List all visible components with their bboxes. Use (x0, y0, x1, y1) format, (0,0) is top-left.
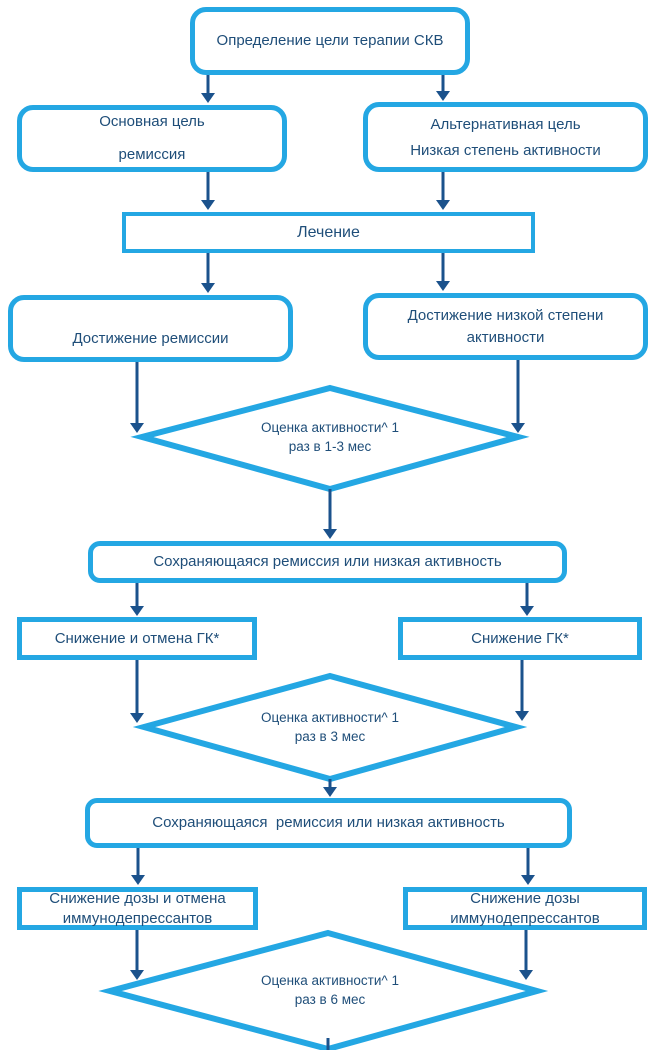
assessment-1-3mo-line1: Оценка активности^ 1 (261, 420, 399, 435)
assessment-6mo-line2: раз в 6 мес (294, 992, 366, 1007)
flow-arrow-12 (130, 660, 144, 723)
decision-assessment-1-3mo-label: Оценка активности^ 1 раз в 1-3 мес (220, 418, 440, 456)
node-taper-discontinue-immunosuppressants: Снижение дозы и отмена иммунодепрессанто… (17, 887, 258, 930)
node-remission-achieved: Достижение ремиссии (8, 295, 293, 362)
node-reduce-gc: Снижение ГК* (398, 617, 642, 660)
node-taper-discontinue-gc-label: Снижение и отмена ГК* (54, 629, 220, 647)
node-sustained-remission-1: Сохраняющаяся ремиссия или низкая активн… (88, 541, 567, 583)
flow-arrow-10 (130, 583, 144, 616)
flow-arrow-9 (323, 489, 337, 539)
node-primary-goal: Основная цель ремиссия (17, 105, 287, 172)
flow-arrow-11 (520, 583, 534, 616)
node-reduce-immunosuppressants: Снижение дозы иммунодепрессантов (403, 887, 647, 930)
node-reduce-immuno-line2: иммунодепрессантов (450, 909, 600, 927)
node-define-goal: Определение цели терапии СКВ (190, 7, 470, 75)
node-alternative-goal-line1: Альтернативная цель (430, 116, 581, 133)
node-sustained-remission-2-label: Сохраняющаяся ремиссия или низкая активн… (152, 814, 505, 831)
decision-assessment-6mo-label: Оценка активности^ 1 раз в 6 мес (220, 971, 440, 1009)
flow-arrow-5 (201, 253, 215, 293)
flow-arrow-18 (519, 930, 533, 980)
decision-assessment-3mo-label: Оценка активности^ 1 раз в 3 мес (220, 708, 440, 746)
node-alternative-goal-line2: Низкая степень активности (410, 142, 601, 159)
assessment-3mo-line1: Оценка активности^ 1 (261, 710, 399, 725)
node-treatment-label: Лечение (297, 223, 360, 241)
assessment-1-3mo-line2: раз в 1-3 мес (288, 439, 372, 454)
node-taper-immuno-line1: Снижение дозы и отмена (49, 889, 226, 907)
node-sustained-remission-2: Сохраняющаяся ремиссия или низкая активн… (85, 798, 572, 848)
node-remission-achieved-label: Достижение ремиссии (72, 329, 229, 347)
node-sustained-remission-1-label: Сохраняющаяся ремиссия или низкая активн… (153, 553, 502, 570)
flow-arrow-4 (436, 172, 450, 210)
node-taper-discontinue-gc: Снижение и отмена ГК* (17, 617, 257, 660)
node-low-activity-achieved-line1: Достижение низкой степени (407, 306, 604, 324)
node-treatment: Лечение (122, 212, 535, 253)
node-taper-immuno-line2: иммунодепрессантов (62, 909, 213, 927)
flow-arrow-1 (201, 75, 215, 103)
flow-arrow-14 (323, 779, 337, 797)
flow-arrow-17 (130, 930, 144, 980)
flow-arrow-16 (521, 848, 535, 885)
assessment-6mo-line1: Оценка активности^ 1 (261, 973, 399, 988)
node-reduce-gc-label: Снижение ГК* (471, 629, 569, 647)
flow-arrow-6 (436, 253, 450, 291)
flow-arrow-2 (436, 75, 450, 101)
node-low-activity-achieved: Достижение низкой степени активности (363, 293, 648, 360)
assessment-3mo-line2: раз в 3 мес (294, 729, 366, 744)
flow-arrow-7 (130, 362, 144, 433)
node-alternative-goal: Альтернативная цель Низкая степень актив… (363, 102, 648, 172)
node-reduce-immuno-line1: Снижение дозы (470, 889, 580, 907)
node-low-activity-achieved-line2: активности (466, 328, 545, 346)
node-primary-goal-line2: ремиссия (118, 146, 186, 163)
flow-arrow-13 (515, 660, 529, 721)
node-define-goal-label: Определение цели терапии СКВ (216, 32, 444, 49)
flow-arrow-8 (511, 360, 525, 433)
flow-arrow-3 (201, 172, 215, 210)
flow-arrow-15 (131, 848, 145, 885)
node-primary-goal-line1: Основная цель (99, 113, 205, 130)
